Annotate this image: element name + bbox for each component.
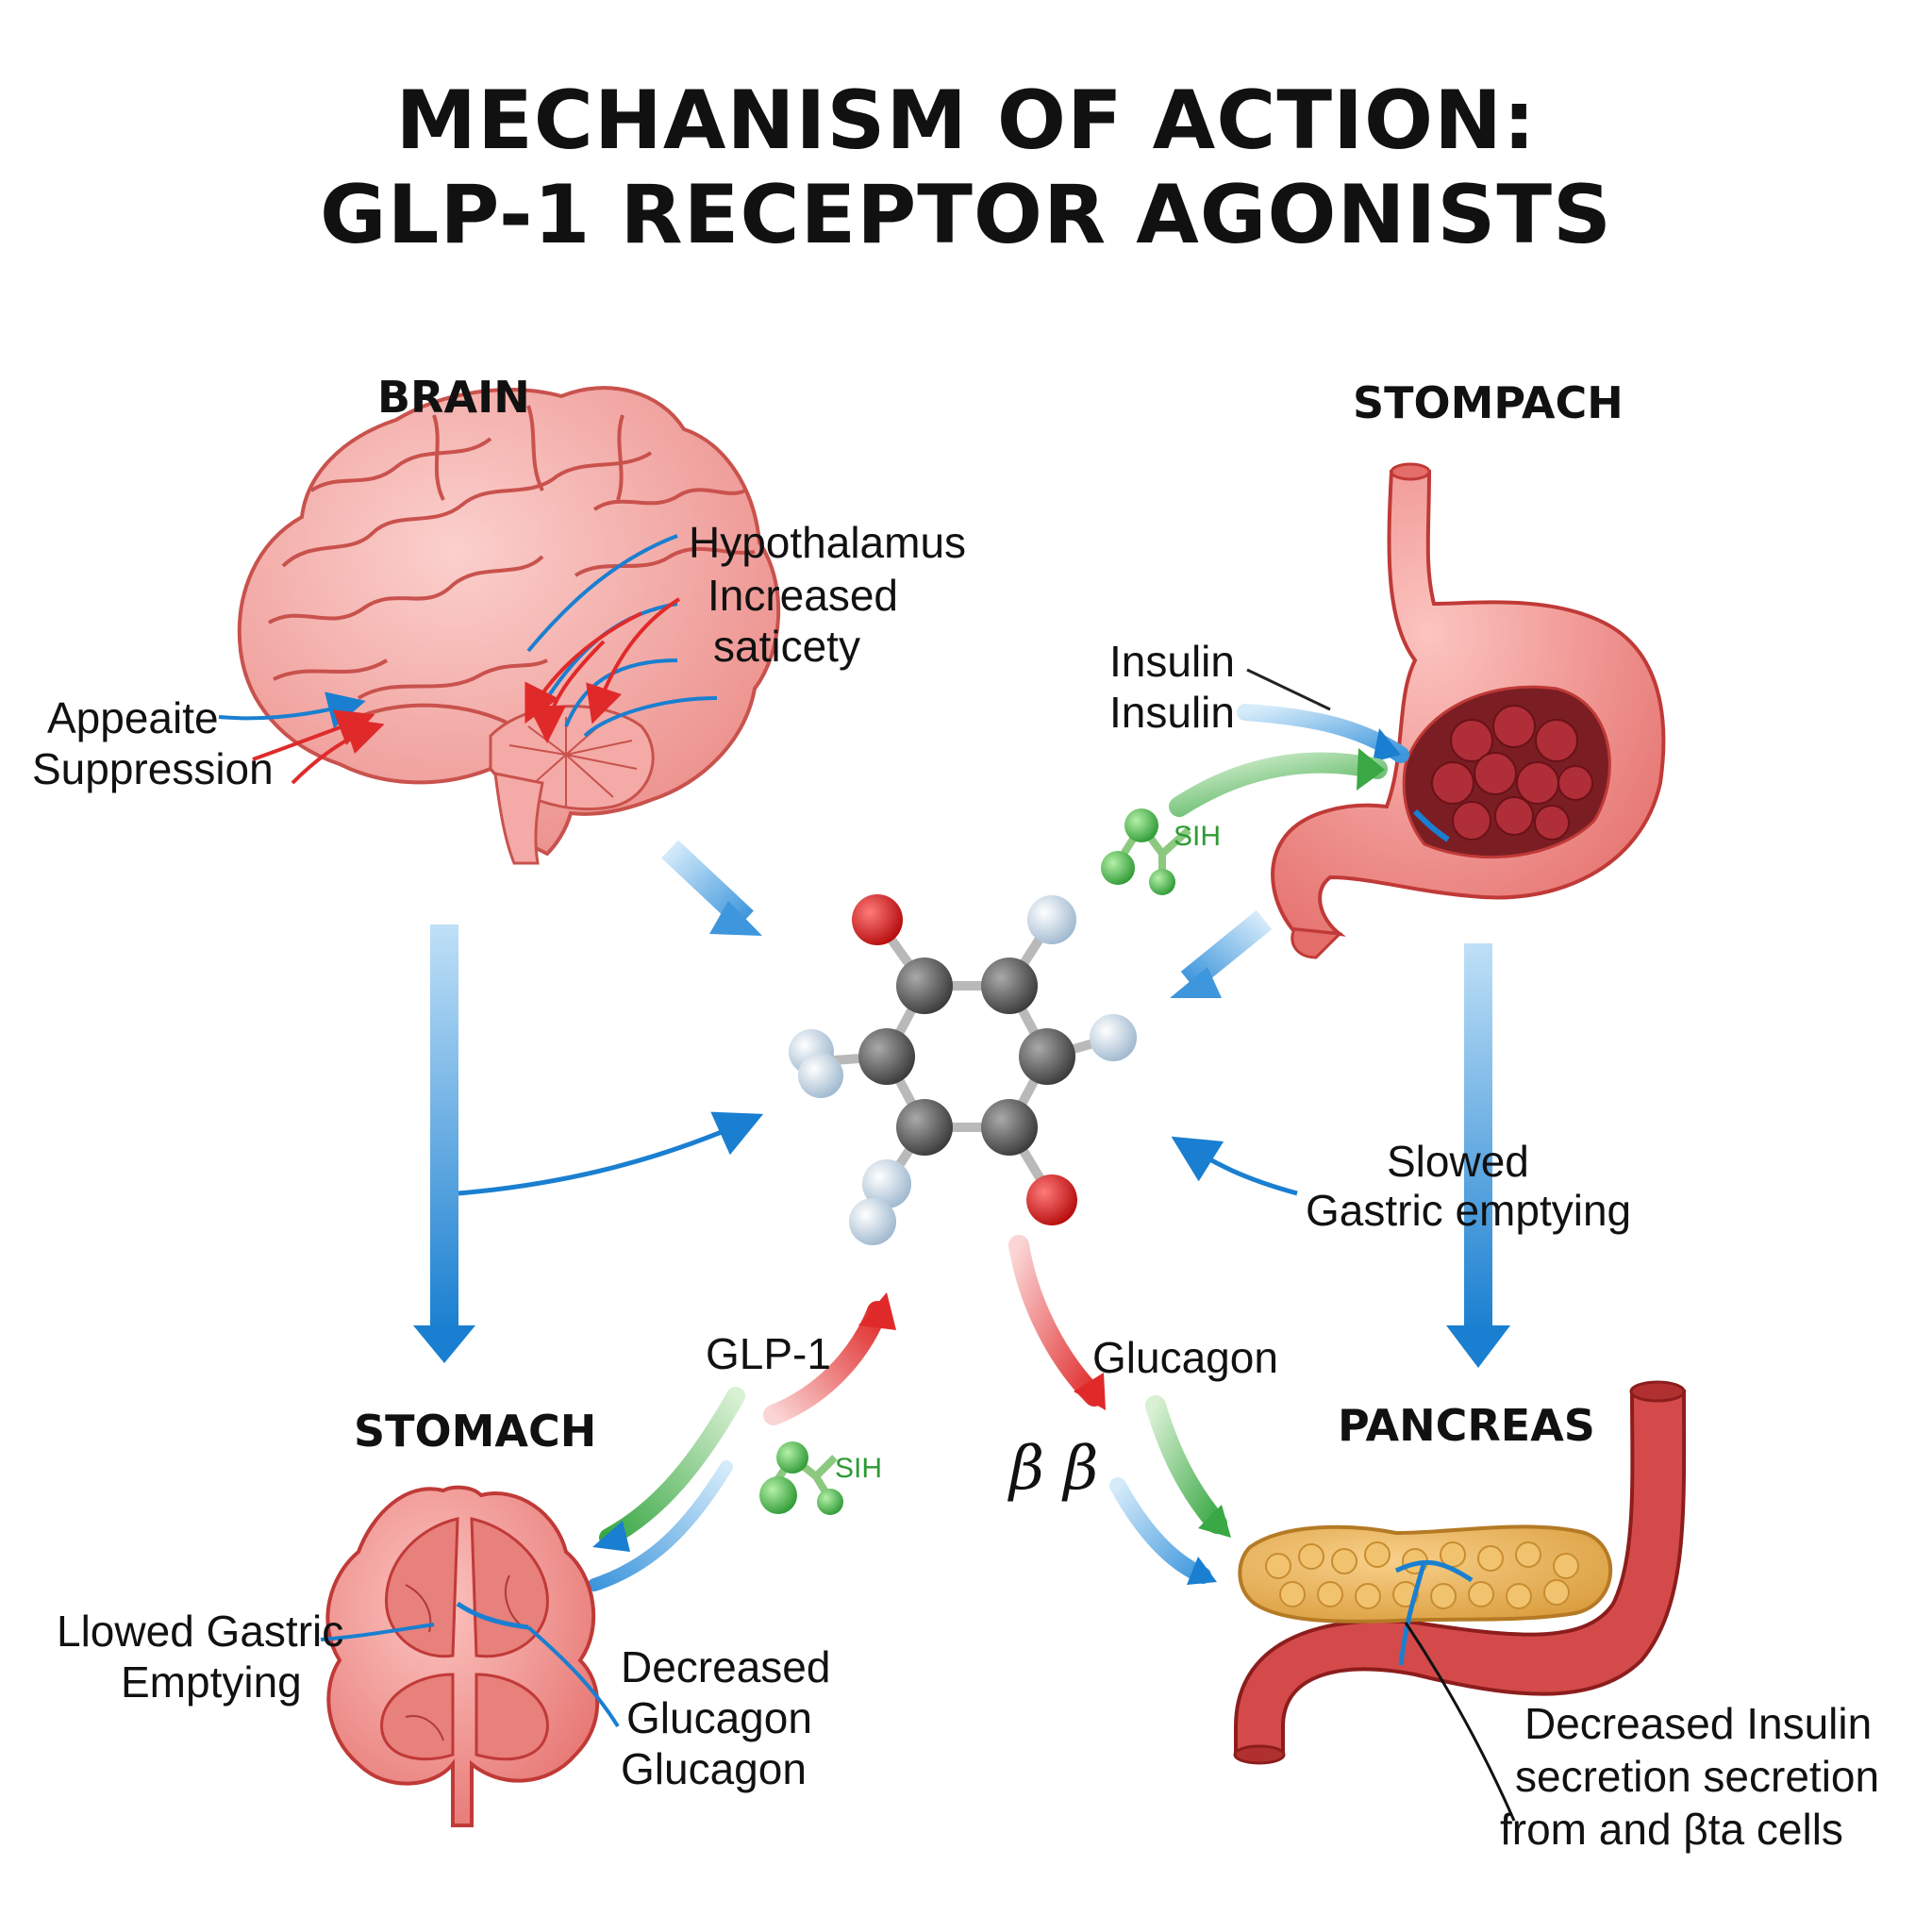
title-line-1: MECHANISM OF ACTION:: [395, 74, 1537, 168]
sh-molecule-top: [1101, 808, 1191, 895]
section-stomach-top: STOMPACH: [1353, 377, 1624, 428]
label-suppression: Suppression: [32, 744, 274, 793]
title-line-2: GLP-1 RECEPTOR AGONISTS: [320, 168, 1612, 262]
label-glucagon: Glucagon: [1092, 1333, 1278, 1382]
label-decreased-insulin: Decreased Insulin: [1524, 1699, 1873, 1748]
label-gastric-emptying: Gastric emptying: [1306, 1186, 1632, 1235]
stomach-top-illustration: [1271, 462, 1666, 959]
label-insulin-1: Insulin: [1109, 637, 1235, 686]
brain-signal-lines: [218, 534, 718, 785]
label-decreased: Decreased: [621, 1642, 831, 1691]
flow-arrows: [413, 840, 1510, 1591]
label-insulin-2: Insulin: [1109, 688, 1235, 737]
section-stomach-bottom: STOMACH: [354, 1406, 597, 1457]
label-from-beta-cells: from and βta cells: [1500, 1805, 1843, 1854]
sh-molecule-bottom: [759, 1441, 843, 1515]
label-beta-symbols: β β: [1009, 1434, 1099, 1504]
label-hypothalamus: Hypothalamus: [689, 518, 967, 567]
insulin-pointer: [1246, 668, 1331, 711]
label-sh-bottom: SIH: [835, 1453, 883, 1484]
pancreas-illustration: [1233, 1380, 1687, 1765]
stomach-bottom-illustration: [325, 1485, 600, 1827]
label-glucagon-2: Glucagon: [626, 1693, 812, 1742]
label-sh-top: SIH: [1174, 821, 1222, 852]
label-secretion: secretion secretion: [1515, 1752, 1880, 1801]
label-llowed-gastric: Llowed Gastric: [57, 1607, 344, 1656]
label-emptying: Emptying: [121, 1657, 302, 1707]
glp1-molecule: [789, 894, 1137, 1245]
brain-illustration: [237, 386, 781, 865]
stomach-input-arrows: [1169, 704, 1409, 817]
section-pancreas: PANCREAS: [1338, 1400, 1595, 1451]
decreased-glucagon-pointer: [526, 1625, 620, 1728]
label-glp1: GLP-1: [706, 1329, 831, 1378]
label-appetite: Appeaite: [47, 693, 219, 742]
decreased-insulin-pointer: [1404, 1622, 1516, 1822]
section-brain: BRAIN: [377, 372, 530, 423]
label-increased: Increased: [708, 571, 899, 620]
llowed-pointer: [320, 1623, 435, 1641]
label-glucagon-3: Glucagon: [621, 1744, 807, 1793]
label-slowed: Slowed: [1387, 1137, 1529, 1186]
label-satiety: saticety: [713, 622, 860, 671]
